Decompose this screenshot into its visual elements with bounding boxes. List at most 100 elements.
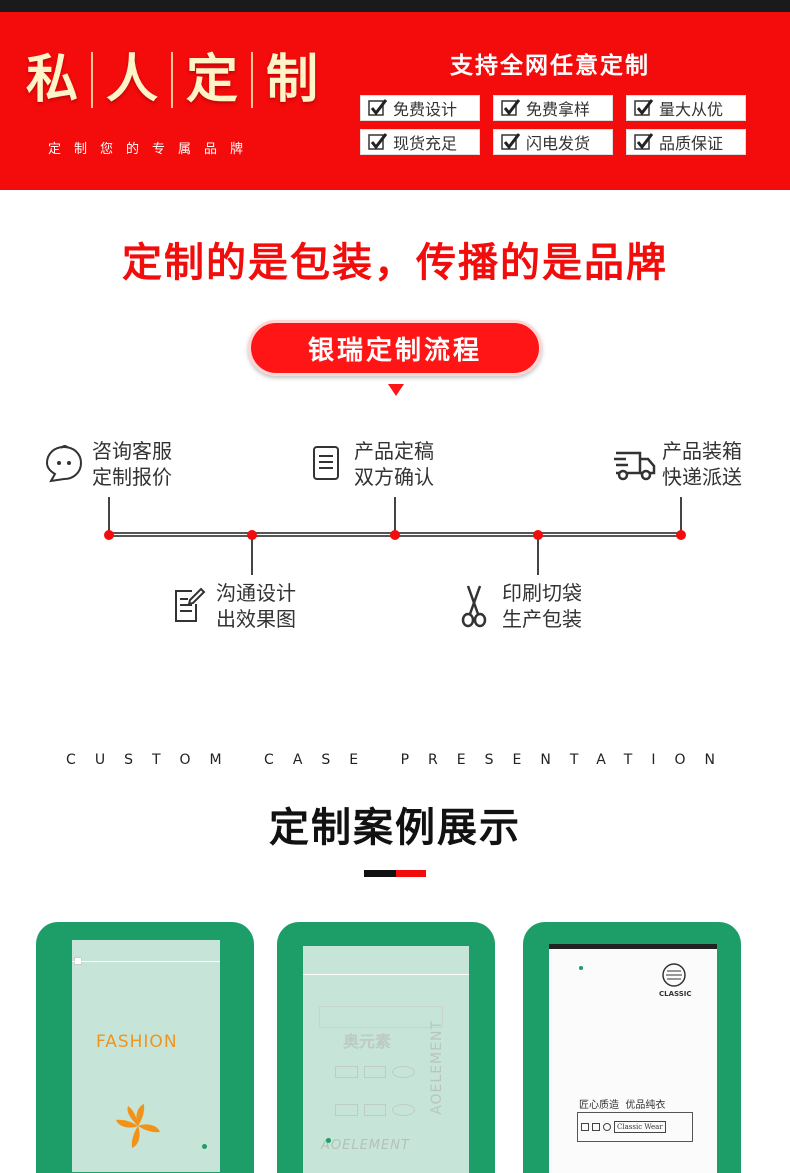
timeline-dot xyxy=(247,530,257,540)
process-step-print: 印刷切袋生产包装 xyxy=(452,580,582,632)
banner-title-char: 定 xyxy=(185,50,238,110)
step-line: 出效果图 xyxy=(216,607,296,631)
recycle-icon xyxy=(392,1066,415,1078)
hang-hole xyxy=(202,1144,207,1149)
process-step-confirm: 产品定稿双方确认 xyxy=(304,438,434,490)
title-divider xyxy=(91,52,93,108)
title-underline-black xyxy=(364,870,396,877)
checkmark-icon xyxy=(633,132,655,152)
step-line: 双方确认 xyxy=(354,465,434,489)
bag-brand-en-text: AOELEMENT xyxy=(321,1138,410,1153)
banner-subtitle: 定制您的专属品牌 xyxy=(48,142,257,157)
step-line: 咨询客服 xyxy=(92,439,172,463)
case-card-fashion[interactable]: FASHION xyxy=(36,922,254,1173)
zipper-line xyxy=(303,974,469,975)
process-step-design: 沟通设计出效果图 xyxy=(166,580,296,632)
timeline-dot xyxy=(390,530,400,540)
bag-brand-text: 奥元素 xyxy=(343,1032,392,1051)
chat-bubble-icon xyxy=(42,442,86,486)
feature-tag-label: 现货充足 xyxy=(393,134,458,153)
feature-tag: 现货充足 xyxy=(360,129,480,155)
feature-tag: 免费设计 xyxy=(360,95,480,121)
timeline-connector xyxy=(108,497,110,535)
bag-brand-text: CLASSIC xyxy=(659,990,692,998)
step-line: 生产包装 xyxy=(502,607,582,631)
hang-hole xyxy=(579,966,583,970)
checkmark-icon xyxy=(500,98,522,118)
bleach-icon xyxy=(392,1104,415,1116)
banner-title-char: 私 xyxy=(25,50,78,110)
care-symbols xyxy=(335,1066,415,1136)
edit-document-icon xyxy=(166,584,210,628)
step-line: 产品定稿 xyxy=(354,439,434,463)
label-symbol-icon xyxy=(592,1123,600,1131)
feature-tag: 量大从优 xyxy=(626,95,746,121)
label-symbol-icon xyxy=(603,1123,611,1131)
timeline-connector xyxy=(394,497,396,535)
step-line: 印刷切袋 xyxy=(502,581,582,605)
step-line: 定制报价 xyxy=(92,465,172,489)
header-banner: 私 人 定 制 定制您的专属品牌 支持全网任意定制 免费设计 免费拿样 量大从优… xyxy=(0,12,790,190)
triangle-icon xyxy=(335,1104,358,1116)
feature-tag-label: 品质保证 xyxy=(659,134,724,153)
checkmark-icon xyxy=(367,98,389,118)
label-symbol-icon xyxy=(581,1123,589,1131)
feature-tag-label: 闪电发货 xyxy=(526,134,591,153)
bag-brand-text: FASHION xyxy=(96,1032,178,1052)
wash-icon xyxy=(335,1066,358,1078)
feature-tag: 闪电发货 xyxy=(493,129,613,155)
process-step-delivery: 产品装箱快递派送 xyxy=(612,438,742,490)
feature-tags: 免费设计 免费拿样 量大从优 现货充足 闪电发货 品质保证 xyxy=(360,95,746,155)
document-icon xyxy=(304,442,348,486)
brand-headline: 定制的是包装，传播的是品牌 xyxy=(122,240,668,286)
checkmark-icon xyxy=(500,132,522,152)
case-title-en: CUSTOM CASE PRESENTATION xyxy=(66,752,734,768)
classic-logo-icon xyxy=(661,962,687,992)
feature-tag-label: 免费拿样 xyxy=(526,100,591,119)
feature-tag: 免费拿样 xyxy=(493,95,613,121)
top-dark-strip xyxy=(0,0,790,12)
timeline-dot xyxy=(533,530,543,540)
white-bag: CLASSIC 匠心质造 优品纯衣 Classic Wear xyxy=(549,944,717,1173)
process-title-pill: 银瑞定制流程 xyxy=(248,320,542,376)
bag-slogan-text: 匠心质造 优品纯衣 xyxy=(579,1100,666,1111)
zipper-black xyxy=(549,944,717,949)
scissors-icon xyxy=(452,584,496,628)
banner-title: 私 人 定 制 xyxy=(22,48,322,112)
delivery-truck-icon xyxy=(612,442,656,486)
frosted-bag: FASHION xyxy=(72,940,220,1172)
bag-label-panel: Classic Wear xyxy=(577,1112,693,1142)
timeline-connector xyxy=(537,535,539,575)
vertical-brand-text: AOELEMENT xyxy=(429,1020,445,1115)
feature-tag-label: 量大从优 xyxy=(659,100,724,119)
timeline-connector xyxy=(680,497,682,535)
feature-tag: 品质保证 xyxy=(626,129,746,155)
case-card-aoelement[interactable]: 奥元素 AOELEMENT AOELEMENT xyxy=(277,922,495,1173)
checkmark-icon xyxy=(367,132,389,152)
step-line: 产品装箱 xyxy=(662,439,742,463)
flower-logo-icon xyxy=(112,1100,164,1156)
banner-slogan: 支持全网任意定制 xyxy=(450,53,650,79)
process-step-consult: 咨询客服定制报价 xyxy=(42,438,172,490)
step-line: 快递派送 xyxy=(662,465,742,489)
checkmark-icon xyxy=(633,98,655,118)
case-card-classic[interactable]: CLASSIC 匠心质造 优品纯衣 Classic Wear xyxy=(523,922,741,1173)
banner-title-char: 制 xyxy=(265,50,318,110)
bag-label-text: Classic Wear xyxy=(614,1121,666,1133)
step-line: 沟通设计 xyxy=(216,581,296,605)
iron-icon xyxy=(363,1066,387,1078)
banner-title-char: 人 xyxy=(105,50,158,110)
hang-hole xyxy=(326,1138,331,1143)
title-divider xyxy=(171,52,173,108)
title-divider xyxy=(251,52,253,108)
case-title-cn: 定制案例展示 xyxy=(269,805,521,851)
bag-logo-box xyxy=(319,1006,443,1028)
frosted-bag: 奥元素 AOELEMENT AOELEMENT xyxy=(303,946,469,1173)
timeline-dot xyxy=(104,530,114,540)
timeline-connector xyxy=(251,535,253,575)
feature-tag-label: 免费设计 xyxy=(393,100,458,119)
zipper-line xyxy=(72,961,220,962)
down-triangle-icon xyxy=(388,384,404,396)
dry-icon xyxy=(363,1104,387,1116)
title-underline-red xyxy=(396,870,426,877)
